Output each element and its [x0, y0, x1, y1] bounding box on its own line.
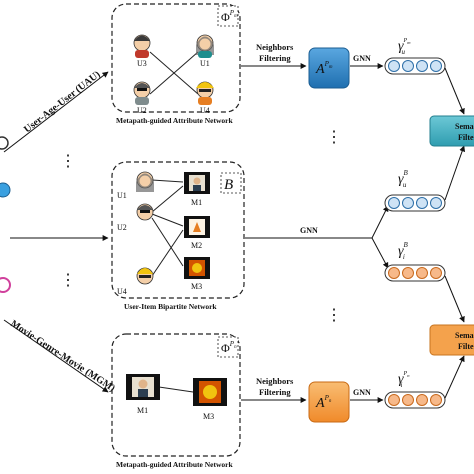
arrow-item-bipartite-semantic [444, 275, 465, 323]
movie-label-m3: M3 [191, 282, 202, 291]
adjacency-bottom-label: APn [315, 394, 332, 411]
panel-mgm: ΦPn M1 M3 Metapath-guided Attribute Netw… [111, 333, 241, 469]
movie-label-m1c: M1 [137, 406, 148, 415]
semantic-filter-top: Sema Filte [429, 115, 474, 147]
path-label-mgm: Movie-Genre-Movie (MGM) [8, 318, 117, 394]
embedding-user-bipartite [384, 194, 446, 212]
panel-uau-caption: Metapath-guided Attribute Network [116, 116, 233, 125]
panel-uau-frame [111, 3, 241, 113]
semantic-top-line1: Sema [455, 122, 474, 131]
panel-mgm-caption: Metapath-guided Attribute Network [116, 460, 233, 469]
semantic-bottom-line1: Sema [455, 331, 474, 340]
edge-u2-m2 [151, 213, 184, 227]
arrow-user-metapath-semantic [444, 67, 465, 115]
arrow-user-bipartite-semantic [444, 145, 466, 201]
source-icon-pink [0, 277, 11, 293]
user-avatar-u1b [136, 171, 154, 192]
panel-bipartite: B U1 U2 U4 [111, 161, 245, 311]
user-avatar-u2b [136, 203, 154, 221]
source-icon-top [0, 136, 9, 150]
user-avatar-u4b [136, 267, 154, 285]
movie-poster-m1c [126, 374, 160, 400]
user-avatar-u1 [196, 34, 214, 58]
embedding-item-metapath [384, 391, 446, 409]
arrow-gnn-item [371, 237, 389, 269]
adjacency-top-label: APm [315, 60, 333, 77]
movie-label-m3c: M3 [203, 412, 214, 421]
adjacency-bottom-box [308, 381, 350, 423]
edge-u4-m2 [151, 229, 184, 277]
panel-bipartite-frame [111, 161, 245, 299]
arrow-to-mgm [3, 319, 109, 393]
path-label-uau: User-Age-User (UAU) [22, 69, 103, 135]
edge-u2-m1 [151, 185, 184, 213]
arrow-gnn-user [371, 205, 389, 239]
panel-bipartite-tag: B [224, 177, 233, 193]
movie-poster-m3c [193, 378, 227, 406]
filter-top-label-1: Neighbors [256, 42, 294, 52]
arrow-to-uau [3, 71, 109, 153]
adjacency-top-box [308, 47, 350, 89]
edge-m1-m3 [158, 386, 194, 393]
movie-label-m1: M1 [191, 198, 202, 207]
embedding-user-metapath [384, 57, 446, 75]
mid-ellipsis-1: ⋮ [326, 129, 342, 146]
edge-u1-m1 [151, 179, 184, 183]
user-avatar-u4 [196, 81, 214, 105]
gnn-mid-label: GNN [300, 226, 318, 235]
panel-bipartite-tag-box [220, 172, 242, 194]
arrow-item-metapath-semantic [444, 355, 465, 399]
panel-mgm-tag: ΦPn [221, 340, 237, 355]
user-label-u2: U2 [137, 106, 147, 115]
filter-bottom-label-1: Neighbors [256, 376, 294, 386]
left-ellipsis-top: ⋮ [60, 153, 76, 170]
filter-top-label-2: Filtering [259, 53, 291, 63]
user-label-u4b: U4 [117, 287, 127, 296]
gnn-bottom-label: GNN [353, 388, 371, 397]
semantic-bottom-line2: Filte [458, 342, 474, 351]
user-avatar-u2 [133, 81, 151, 105]
filter-bottom-label-2: Filtering [259, 387, 291, 397]
gnn-top-label: GNN [353, 54, 371, 63]
semantic-filter-bottom: Sema Filte [429, 324, 474, 356]
edge-u1-u2 [149, 51, 199, 95]
user-avatar-u3 [133, 34, 151, 58]
user-label-u2b: U2 [117, 223, 127, 232]
left-source-icons [0, 136, 11, 293]
user-label-u3: U3 [137, 59, 147, 68]
movie-label-m2: M2 [191, 241, 202, 250]
semantic-top-line2: Filte [458, 133, 474, 142]
panel-mgm-frame [111, 333, 241, 457]
user-label-u1: U1 [200, 59, 210, 68]
user-label-u4: U4 [200, 106, 210, 115]
panel-uau-tag: ΦPm [221, 9, 238, 24]
source-icon-blue [0, 182, 11, 198]
edge-u2-m3 [151, 217, 184, 267]
user-label-u1b: U1 [117, 191, 127, 200]
left-ellipsis-bottom: ⋮ [60, 272, 76, 289]
mid-ellipsis-2: ⋮ [326, 307, 342, 324]
panel-mgm-tag-box [217, 336, 239, 358]
movie-poster-m3 [184, 257, 210, 279]
movie-poster-m2 [184, 216, 210, 238]
panel-uau: ΦPm U3 U1 U2 U4 [111, 3, 241, 125]
panel-bipartite-caption: User-Item Bipartite Network [124, 302, 217, 311]
movie-poster-m1 [184, 172, 210, 194]
embedding-item-bipartite [384, 264, 446, 282]
panel-uau-tag-box [217, 5, 239, 27]
